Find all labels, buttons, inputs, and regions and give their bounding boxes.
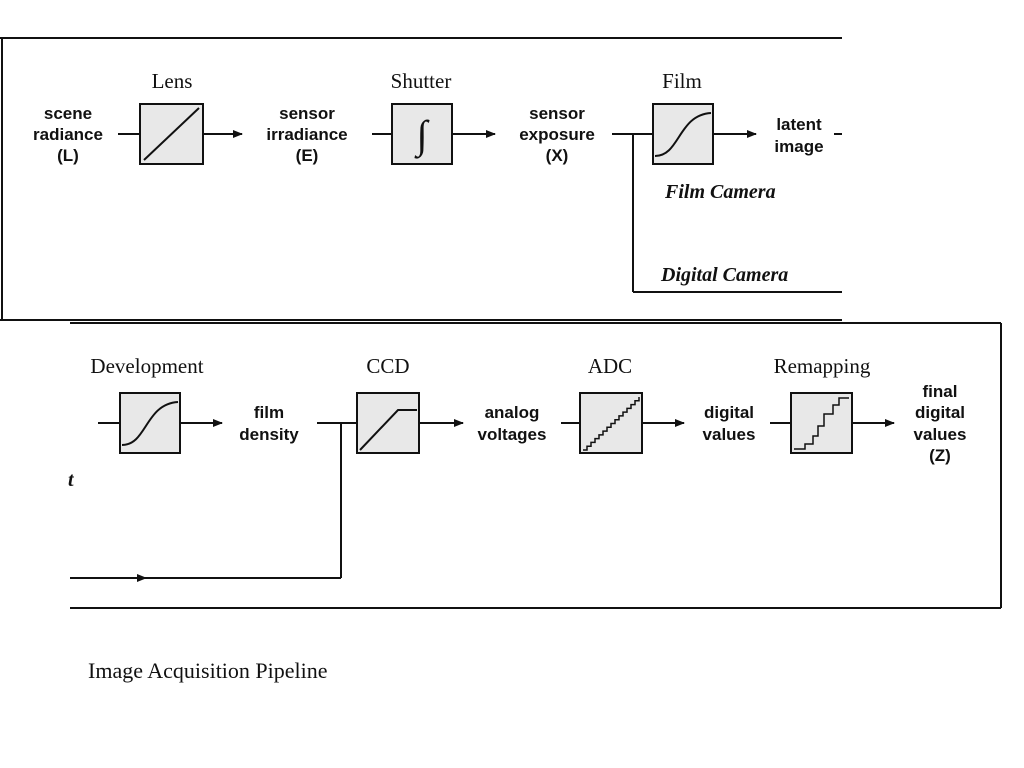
development-block xyxy=(119,392,181,454)
digital-values-label: digital values xyxy=(703,403,756,444)
clipped-linear-icon xyxy=(359,409,417,451)
linear-icon xyxy=(143,107,200,161)
svg-text:sensor: sensor xyxy=(279,104,335,123)
integral-icon: ∫ xyxy=(414,112,431,159)
shutter-block: ∫ xyxy=(391,103,453,165)
ccd-label: CCD xyxy=(366,354,409,378)
svg-text:scene: scene xyxy=(44,104,92,123)
bottom-panel xyxy=(70,322,1002,609)
uneven-staircase-icon xyxy=(794,397,849,450)
svg-text:(E): (E) xyxy=(296,146,319,165)
remapping-block xyxy=(790,392,853,454)
s-curve-icon xyxy=(121,401,179,446)
remapping-label: Remapping xyxy=(774,354,871,378)
figure-caption: Image Acquisition Pipeline xyxy=(88,658,328,683)
svg-text:density: density xyxy=(239,425,299,444)
svg-text:sensor: sensor xyxy=(529,104,585,123)
top-wires xyxy=(118,130,842,293)
svg-text:digital: digital xyxy=(915,403,965,422)
svg-text:latent: latent xyxy=(776,115,822,134)
latent-image-label: latent image xyxy=(774,115,823,156)
top-panel xyxy=(0,37,842,321)
film-camera-label: Film Camera xyxy=(664,181,776,203)
final-digital-values-label: final digital values (Z) xyxy=(914,382,967,465)
film-label: Film xyxy=(662,69,702,93)
svg-text:film: film xyxy=(254,403,284,422)
svg-text:analog: analog xyxy=(485,403,540,422)
svg-text:values: values xyxy=(703,425,756,444)
bottom-wires xyxy=(70,419,895,582)
sensor-exposure-label: sensor exposure (X) xyxy=(519,104,595,165)
lens-label: Lens xyxy=(152,69,193,93)
svg-text:(X): (X) xyxy=(546,146,569,165)
cut-text-fragment: t xyxy=(68,469,75,491)
scene-radiance-label: scene radiance (L) xyxy=(33,104,103,165)
svg-text:digital: digital xyxy=(704,403,754,422)
shutter-label: Shutter xyxy=(391,69,452,93)
svg-text:(Z): (Z) xyxy=(929,446,951,465)
development-label: Development xyxy=(90,354,203,378)
svg-text:image: image xyxy=(774,137,823,156)
svg-text:voltages: voltages xyxy=(478,425,547,444)
adc-block xyxy=(579,392,643,454)
svg-text:(L): (L) xyxy=(57,146,79,165)
adc-label: ADC xyxy=(588,354,632,378)
svg-text:values: values xyxy=(914,425,967,444)
sensor-irradiance-label: sensor irradiance (E) xyxy=(266,104,347,165)
svg-text:radiance: radiance xyxy=(33,125,103,144)
svg-text:exposure: exposure xyxy=(519,125,595,144)
lens-block xyxy=(139,103,204,165)
analog-voltages-label: analog voltages xyxy=(478,403,547,444)
svg-text:final: final xyxy=(923,382,958,401)
s-curve-icon xyxy=(654,112,712,157)
film-block xyxy=(652,103,714,165)
ccd-block xyxy=(356,392,420,454)
digital-camera-label: Digital Camera xyxy=(660,264,788,286)
svg-text:irradiance: irradiance xyxy=(266,125,347,144)
staircase-icon xyxy=(583,397,640,451)
film-density-label: film density xyxy=(239,403,299,444)
